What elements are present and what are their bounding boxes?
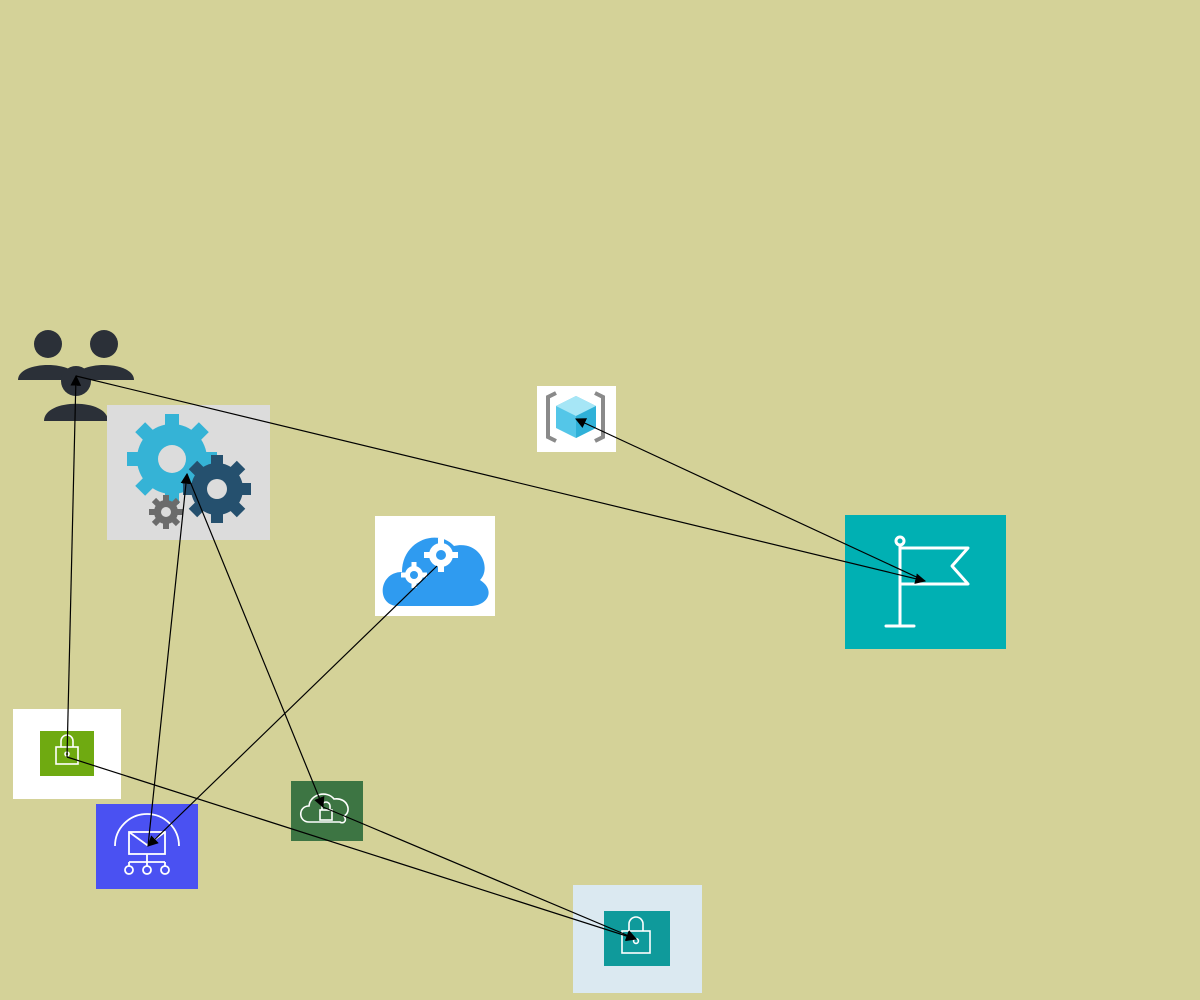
gears-settings-icon[interactable]	[107, 405, 270, 540]
edge-settings-to-cloud-lock	[186, 473, 325, 808]
edge-cloud-gears-to-network	[147, 565, 438, 847]
edge-flag-to-cube	[575, 418, 926, 582]
edge-layer	[66, 374, 927, 942]
edge-lock-green-to-users	[66, 374, 82, 758]
lock-icon[interactable]	[13, 709, 121, 799]
flag-icon[interactable]	[845, 515, 1006, 649]
edge-users-to-flag	[75, 375, 927, 584]
cloud-automation-icon[interactable]	[375, 516, 495, 616]
lock-icon[interactable]	[573, 885, 702, 993]
mail-network-icon[interactable]	[96, 804, 198, 889]
edge-lock-green-to-lock-teal	[66, 756, 638, 942]
edge-network-to-settings	[147, 472, 192, 847]
edge-cloud-lock-to-lock-teal	[322, 806, 637, 941]
cloud-lock-icon[interactable]	[291, 781, 363, 841]
